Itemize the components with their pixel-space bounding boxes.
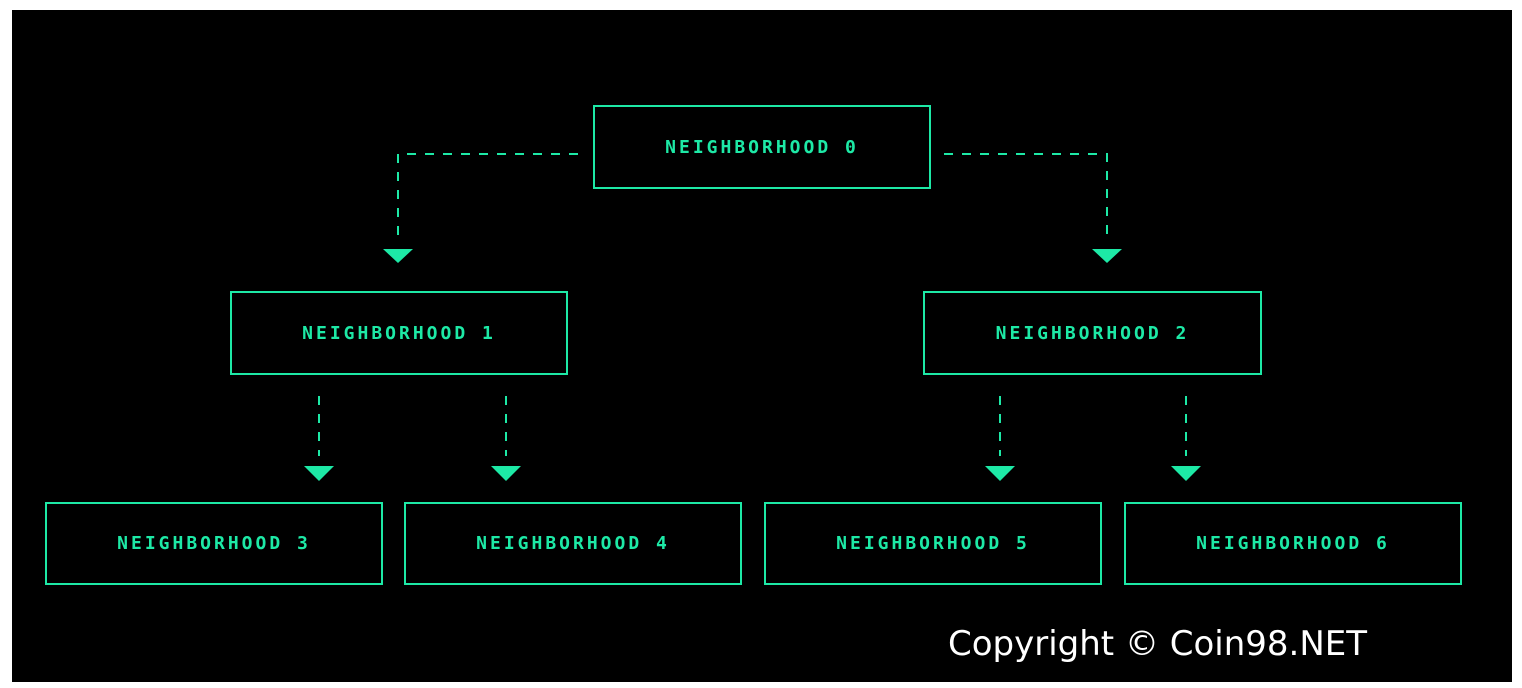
diagram-canvas [12,10,1512,682]
node-neighborhood-2: NEIGHBORHOOD 2 [923,291,1262,375]
node-label: NEIGHBORHOOD 5 [836,533,1030,554]
arrowhead-n6 [1171,466,1201,481]
node-neighborhood-0: NEIGHBORHOOD 0 [593,105,931,189]
arrowhead-n4 [491,466,521,481]
edge-n0-n2 [944,153,1108,238]
node-neighborhood-3: NEIGHBORHOOD 3 [45,502,383,585]
node-neighborhood-6: NEIGHBORHOOD 6 [1124,502,1462,585]
node-neighborhood-4: NEIGHBORHOOD 4 [404,502,742,585]
edge-n0-n1 [397,153,578,238]
arrowhead-n5 [985,466,1015,481]
node-label: NEIGHBORHOOD 3 [117,533,311,554]
copyright-watermark: Copyright © Coin98.NET [948,624,1368,664]
node-label: NEIGHBORHOOD 0 [665,136,859,158]
node-label: NEIGHBORHOOD 1 [302,322,496,344]
arrowhead-n3 [304,466,334,481]
node-neighborhood-5: NEIGHBORHOOD 5 [764,502,1102,585]
node-label: NEIGHBORHOOD 6 [1196,533,1390,554]
node-neighborhood-1: NEIGHBORHOOD 1 [230,291,568,375]
arrowhead-n2 [1092,249,1122,263]
node-label: NEIGHBORHOOD 4 [476,533,670,554]
node-label: NEIGHBORHOOD 2 [995,322,1190,344]
arrowhead-n1 [383,249,413,263]
